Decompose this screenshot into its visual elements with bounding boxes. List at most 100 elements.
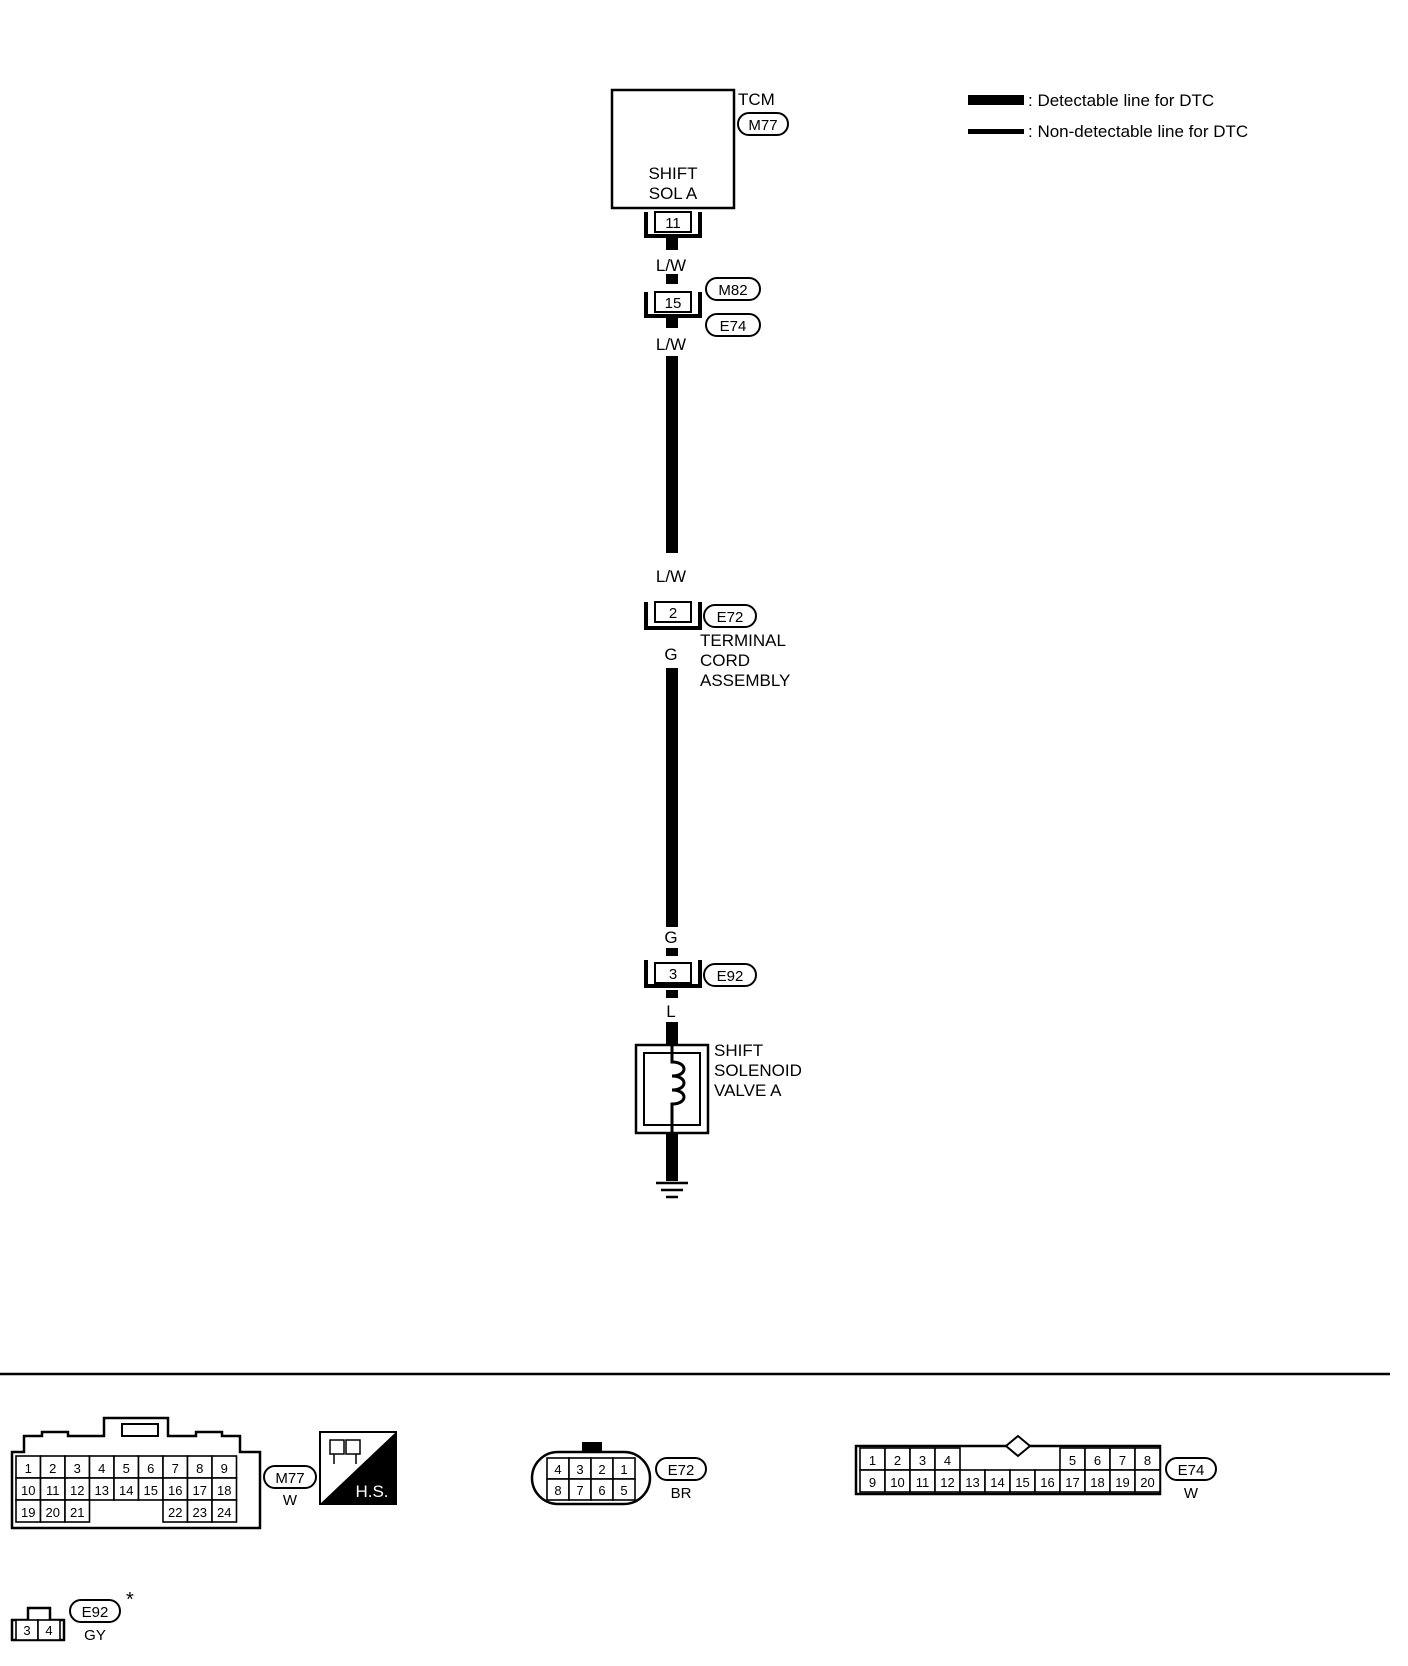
e74-pin-7: 7 xyxy=(1119,1453,1126,1468)
e92-view-name-oval xyxy=(69,1599,121,1623)
m77-pin-11: 11 xyxy=(46,1483,60,1498)
m77-pin-5: 5 xyxy=(123,1461,130,1476)
m77-pin-3: 3 xyxy=(74,1461,81,1476)
e72-pin-box xyxy=(654,601,692,623)
e74-view-name: E74 xyxy=(1178,1462,1205,1479)
m77-pin-4: 4 xyxy=(98,1461,105,1476)
wire-seg4-to-solenoid xyxy=(666,1022,678,1044)
tcm-pin-box xyxy=(654,211,692,233)
m77-pin-19: 19 xyxy=(21,1505,35,1520)
e72-pin: 2 xyxy=(669,605,677,622)
coil-icon xyxy=(670,1045,686,1133)
e74-connector-oval xyxy=(705,313,761,337)
connector-icon xyxy=(329,1439,361,1464)
e74-key-diamond xyxy=(1004,1434,1032,1458)
e72-pin-2: 2 xyxy=(598,1462,605,1477)
e72-pin-3: 3 xyxy=(576,1462,583,1477)
m77-pin-12: 12 xyxy=(70,1483,84,1498)
m77-pin-9: 9 xyxy=(221,1461,228,1476)
legend: : Detectable line for DTC : Non-detectab… xyxy=(968,91,1248,141)
e74-pin-19: 19 xyxy=(1115,1475,1129,1490)
e74-pin-4: 4 xyxy=(944,1453,951,1468)
m82-connector-id: M82 xyxy=(718,282,747,299)
e74-pin-17: 17 xyxy=(1065,1475,1079,1490)
wire-seg1-stub xyxy=(666,238,678,250)
e74-pin-13: 13 xyxy=(965,1475,979,1490)
e92-view-color: GY xyxy=(84,1627,106,1644)
e74-pin-2: 2 xyxy=(894,1453,901,1468)
e72-connector-id: E72 xyxy=(717,609,744,626)
wire-seg4-color: L xyxy=(666,1002,675,1021)
wire-seg1-color: L/W xyxy=(656,256,686,275)
m77-name: M77 xyxy=(275,1470,304,1487)
tcm-terminal-label-1: SHIFT xyxy=(648,164,697,183)
e92-connector-id: E92 xyxy=(717,968,744,985)
m77-pin-21-cell xyxy=(64,1499,91,1523)
wire-seg3-color-bottom: G xyxy=(664,928,677,947)
wire-seg4-stub xyxy=(666,990,678,998)
m77-pin-10: 10 xyxy=(21,1483,35,1498)
legend-detectable-label: : Detectable line for DTC xyxy=(1028,91,1214,110)
e92-connector-oval xyxy=(703,963,757,987)
e72-label-1: TERMINAL xyxy=(700,631,786,650)
e74-pin-9: 9 xyxy=(869,1475,876,1490)
tcm-pin-number: 11 xyxy=(665,215,681,232)
ground-icon xyxy=(656,1181,688,1199)
solenoid-label-3: VALVE A xyxy=(714,1081,782,1100)
legend-non-detectable-swatch xyxy=(968,129,1024,134)
e74-connector-id: E74 xyxy=(720,318,747,335)
tcm-name: TCM xyxy=(738,90,775,109)
m82-e74-bracket xyxy=(644,292,702,318)
wire-seg3-detectable xyxy=(666,668,678,927)
e74-pin-18: 18 xyxy=(1090,1475,1104,1490)
legend-non-detectable-label: : Non-detectable line for DTC xyxy=(1028,122,1248,141)
m77-pin-15: 15 xyxy=(144,1483,158,1498)
m77-color: W xyxy=(283,1492,298,1509)
e92-bracket xyxy=(644,960,702,988)
e72-pin-4: 4 xyxy=(554,1462,561,1477)
wire-seg2-color-bottom: L/W xyxy=(656,567,686,586)
e72-pin-8: 8 xyxy=(554,1483,561,1498)
tcm-block: TCM M77 SHIFT SOL A 11 xyxy=(610,88,789,238)
m77-pin-24: 24 xyxy=(217,1505,231,1520)
hs-badge-label: H.S. xyxy=(355,1482,388,1501)
ground-wire xyxy=(666,1133,678,1181)
e74-pin-8: 8 xyxy=(1144,1453,1151,1468)
e72-pin-7: 7 xyxy=(576,1483,583,1498)
wire-harness: L/W 15 M82 E74 L/W L/W 2 E72 TERMINAL CO… xyxy=(644,238,790,1044)
e72-label-2: CORD xyxy=(700,651,750,670)
e72-view-name-oval xyxy=(655,1457,707,1481)
m82-e74-pin-box xyxy=(654,291,692,313)
tcm-terminal-label-2: SOL A xyxy=(649,184,698,203)
e74-pin-10: 10 xyxy=(890,1475,904,1490)
m77-pin-14: 14 xyxy=(119,1483,133,1498)
m77-pin-20: 20 xyxy=(46,1505,60,1520)
m77-name-oval xyxy=(263,1465,317,1489)
e72-bracket xyxy=(644,602,702,630)
solenoid-label-1: SHIFT xyxy=(714,1041,763,1060)
e74-pin-3: 3 xyxy=(919,1453,926,1468)
e72-label-3: ASSEMBLY xyxy=(700,671,790,690)
wire-seg3-stub xyxy=(666,948,678,956)
wire-seg1-stub2 xyxy=(666,274,678,284)
legend-detectable-swatch xyxy=(968,95,1024,105)
tcm-box xyxy=(610,88,736,210)
m77-pin-22: 22 xyxy=(168,1505,182,1520)
m77-pin-6: 6 xyxy=(147,1461,154,1476)
solenoid-label-2: SOLENOID xyxy=(714,1061,802,1080)
e92-pin-4: 4 xyxy=(45,1623,52,1638)
e72-connector-oval xyxy=(703,604,757,628)
e74-pin-6: 6 xyxy=(1094,1453,1101,1468)
e92-pin-box xyxy=(654,962,692,984)
m82-e74-pin: 15 xyxy=(665,295,682,312)
e92-view-name: E92 xyxy=(82,1604,109,1621)
e72-pin-5-cell xyxy=(612,1478,636,1501)
e74-pin-5: 5 xyxy=(1069,1453,1076,1468)
m77-pin-24-cell xyxy=(211,1499,238,1523)
e74-pin-20-cell xyxy=(1134,1469,1161,1493)
